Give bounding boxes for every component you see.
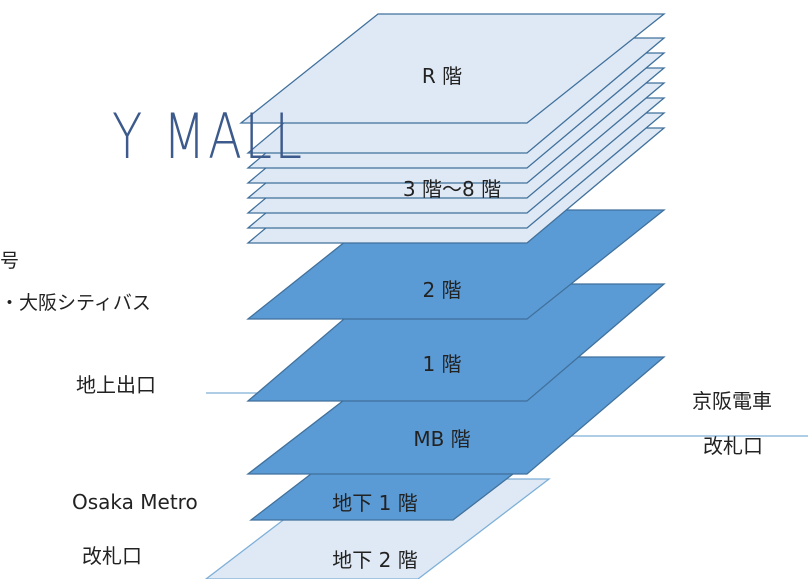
ground-exit-label: 地上出口 (76, 373, 156, 397)
floor-2-label: 2 階 (422, 278, 462, 302)
keihan-label-line-2: 改札口 (703, 434, 763, 458)
floor-r-label: R 階 (421, 64, 463, 88)
access-line-2: ・大阪シティバス (0, 292, 151, 314)
access-line-1: 号 (0, 250, 20, 272)
metro-label-line-1: Osaka Metro (72, 490, 198, 514)
floor-b1-label: 地下 1 階 (332, 491, 418, 515)
floor-3-8-label: 3 階～8 階 (402, 177, 502, 201)
mall-logo: Y MALL (112, 100, 305, 173)
metro-label-line-2: 改札口 (82, 544, 142, 568)
floor-mb-label: MB 階 (413, 427, 471, 451)
floor-r (239, 13, 666, 124)
keihan-label-line-1: 京阪電車 (692, 389, 772, 413)
floor-1-label: 1 階 (422, 352, 462, 376)
floor-b2-label: 地下 2 階 (332, 548, 418, 572)
